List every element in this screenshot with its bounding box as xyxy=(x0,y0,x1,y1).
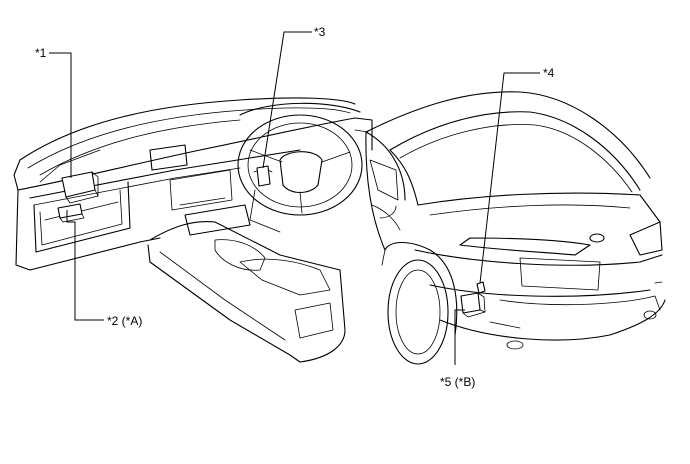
leader-line-5 xyxy=(454,309,465,365)
callout-2-label: *2 (*A) xyxy=(107,314,142,328)
leader-line-3 xyxy=(262,31,312,169)
part-2-module xyxy=(57,203,85,223)
callout-5-label: *5 (*B) xyxy=(440,375,475,389)
callout-4-label: *4 xyxy=(543,66,555,80)
part-3-sensor xyxy=(253,165,273,187)
part-1-ecu xyxy=(61,171,99,204)
dashboard-interior-illustration xyxy=(13,97,373,363)
leader-lines xyxy=(49,31,540,365)
callout-1-label: *1 xyxy=(35,46,47,60)
part-4-sensor xyxy=(476,281,486,294)
leader-line-2 xyxy=(66,210,104,321)
vehicle-rear-illustration xyxy=(365,91,666,365)
part-5-module xyxy=(460,292,486,318)
callout-3-label: *3 xyxy=(314,25,326,39)
leader-line-4 xyxy=(479,72,540,284)
leader-line-1 xyxy=(49,52,72,178)
